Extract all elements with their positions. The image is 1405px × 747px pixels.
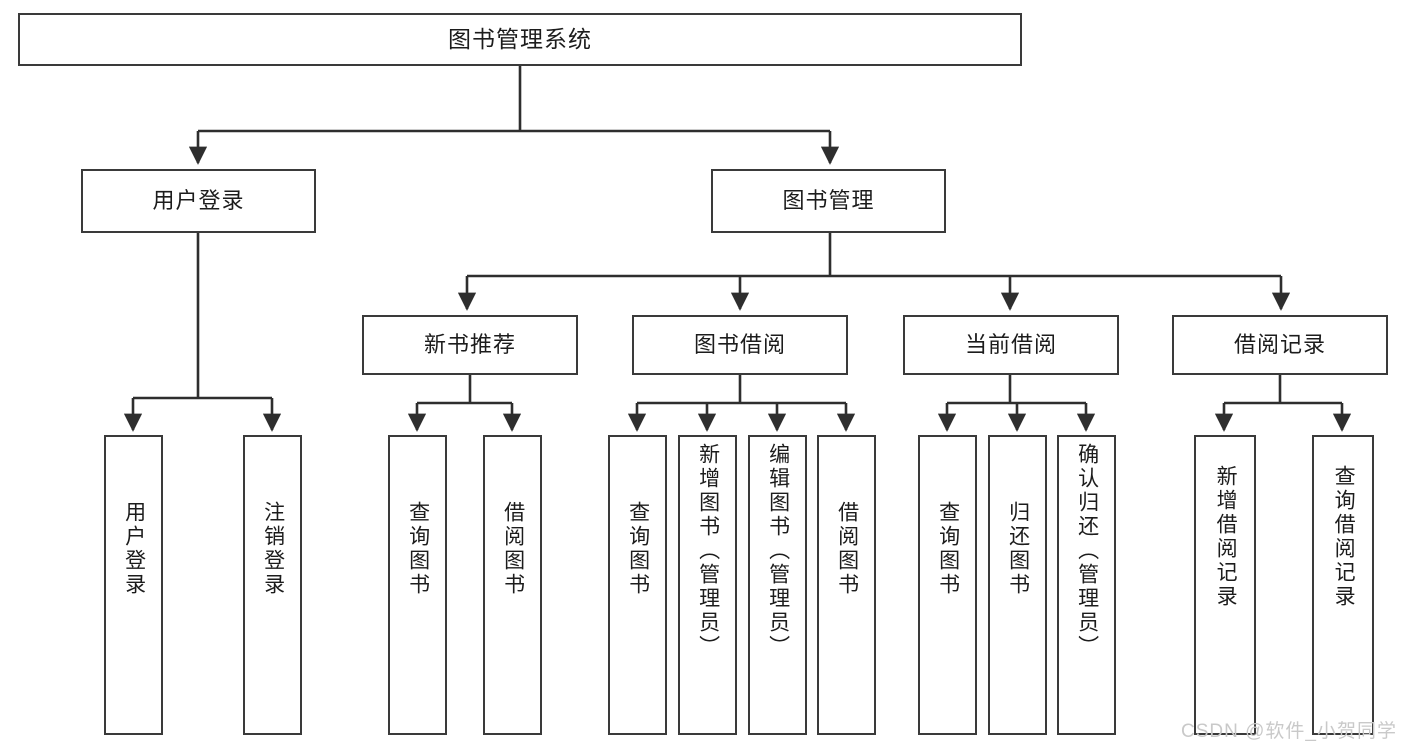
leaf-user-login-login[interactable]: 用户登录	[104, 435, 163, 735]
node-root-system[interactable]: 图书管理系统	[18, 13, 1022, 66]
node-borrow-record[interactable]: 借阅记录	[1172, 315, 1388, 375]
node-label: 图书管理系统	[448, 25, 592, 52]
leaf-current-confirm-return[interactable]: 确认归还（管理员）	[1057, 435, 1116, 735]
leaf-label: 编辑图书（管理员）	[766, 443, 790, 659]
leaf-label: 新增图书（管理员）	[696, 443, 720, 659]
node-label: 新书推荐	[423, 331, 516, 357]
leaf-recommend-query-book[interactable]: 查询图书	[388, 435, 447, 735]
leaf-label: 借阅图书	[835, 501, 859, 597]
node-current-borrow[interactable]: 当前借阅	[903, 315, 1119, 375]
leaf-label: 注销登录	[261, 501, 285, 597]
node-label: 图书借阅	[693, 331, 786, 357]
leaf-borrow-borrow-book[interactable]: 借阅图书	[817, 435, 876, 735]
leaf-label: 归还图书	[1006, 501, 1030, 597]
node-book-borrow[interactable]: 图书借阅	[632, 315, 848, 375]
leaf-current-query-book[interactable]: 查询图书	[918, 435, 977, 735]
watermark-text: CSDN @软件_小贺同学	[1181, 721, 1397, 742]
leaf-label: 查询图书	[626, 501, 650, 597]
leaf-label: 确认归还（管理员）	[1075, 443, 1099, 659]
leaf-record-query-record[interactable]: 查询借阅记录	[1312, 435, 1374, 735]
leaf-label: 查询图书	[406, 501, 430, 597]
leaf-label: 新增借阅记录	[1214, 465, 1238, 609]
leaf-borrow-query-book[interactable]: 查询图书	[608, 435, 667, 735]
node-new-book-recommend[interactable]: 新书推荐	[362, 315, 578, 375]
leaf-borrow-add-book[interactable]: 新增图书（管理员）	[678, 435, 737, 735]
node-label: 借阅记录	[1233, 331, 1326, 357]
node-user-login[interactable]: 用户登录	[81, 169, 316, 233]
leaf-record-add-record[interactable]: 新增借阅记录	[1194, 435, 1256, 735]
leaf-user-login-logout[interactable]: 注销登录	[243, 435, 302, 735]
leaf-label: 借阅图书	[501, 501, 525, 597]
node-label: 用户登录	[152, 187, 245, 213]
leaf-current-return-book[interactable]: 归还图书	[988, 435, 1047, 735]
leaf-label: 查询借阅记录	[1332, 465, 1356, 609]
node-label: 当前借阅	[964, 331, 1057, 357]
leaf-label: 用户登录	[122, 501, 146, 597]
leaf-borrow-edit-book[interactable]: 编辑图书（管理员）	[748, 435, 807, 735]
leaf-label: 查询图书	[936, 501, 960, 597]
node-label: 图书管理	[782, 187, 875, 213]
node-book-management[interactable]: 图书管理	[711, 169, 946, 233]
leaf-recommend-borrow-book[interactable]: 借阅图书	[483, 435, 542, 735]
